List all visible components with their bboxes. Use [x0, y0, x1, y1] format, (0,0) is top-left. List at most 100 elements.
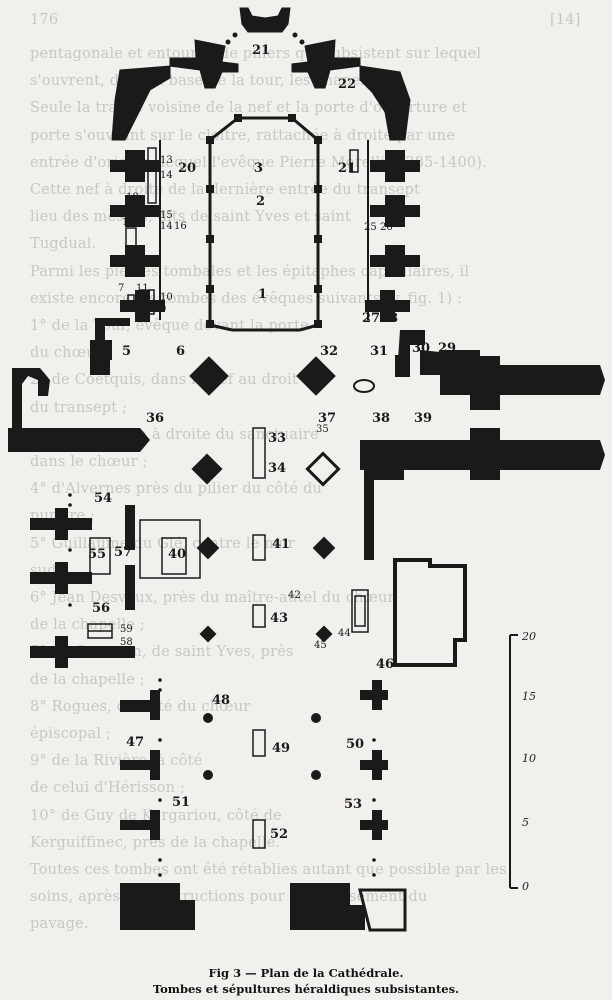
label-51: 51: [172, 795, 190, 810]
label-15: 15: [160, 210, 173, 221]
label-5: 5: [122, 344, 131, 359]
right-aisle-piers: [365, 150, 420, 322]
background-text-line: Tugdual.: [30, 236, 97, 253]
label-58: 58: [120, 637, 133, 648]
label-6: 6: [176, 344, 185, 359]
nave-piers: [191, 451, 341, 780]
label-38: 38: [372, 411, 390, 426]
label-1: 1: [258, 287, 267, 302]
label-43: 43: [270, 611, 288, 626]
background-text-line: épiscopal ;: [30, 726, 112, 742]
chevet-right-pier: [291, 39, 361, 89]
label-45: 45: [314, 640, 327, 651]
label-18: 18: [126, 192, 139, 203]
left-aisle-piers: [110, 150, 165, 322]
label-11: 11: [136, 283, 149, 294]
label-14: 14: [160, 170, 173, 181]
label-28: 28: [380, 311, 398, 326]
label-49: 49: [272, 741, 290, 756]
label-56: 56: [92, 601, 110, 616]
scale-tick-10: 10: [522, 752, 536, 765]
label-9: 9: [160, 304, 166, 315]
label-33: 33: [268, 431, 286, 446]
background-text-line: dans le chœur ;: [30, 454, 148, 470]
label-47: 47: [126, 735, 144, 750]
label-23: 23: [370, 159, 388, 174]
label-4: 4: [100, 344, 109, 359]
nave-right-tombs: [351, 589, 369, 633]
label-7: 7: [118, 283, 124, 294]
label-3: 3: [254, 161, 263, 176]
background-text-line: Cette nef à droite de la dernière entrée…: [30, 182, 421, 198]
background-text-line: Kerguiffinec, près de la chapelle.: [30, 834, 281, 851]
background-text-line: 4° d'Alvernes près du pilier du côté du: [30, 481, 323, 498]
nave-tombs: [252, 427, 266, 849]
background-text-line: pavage.: [30, 916, 89, 933]
page-number: 176: [30, 12, 59, 28]
label-25: 25: [364, 222, 377, 233]
label-42: 42: [288, 590, 301, 601]
label-54: 54: [94, 491, 112, 506]
nave-left-aisle: [30, 505, 195, 930]
background-text-line: de la chapelle ;: [30, 671, 145, 688]
label-35: 35: [316, 424, 329, 435]
background-text-line: pentagonale et entourée de piliers qui s…: [30, 46, 482, 62]
figure-caption-title: Fig 3 — Plan de la Cathédrale.: [208, 966, 404, 980]
background-text-line: du transept ;: [30, 399, 128, 416]
scale-tick-20: 20: [521, 630, 536, 643]
crossing-oval: [353, 379, 375, 393]
scale-tick-0: 0: [522, 880, 529, 893]
label-2: 2: [256, 194, 265, 209]
label-39: 39: [414, 411, 432, 426]
background-text-line: porte s'ouvrant sur le cloître, rattaché…: [30, 127, 456, 144]
background-text-line: Toutes ces tombes ont été rétablies auta…: [30, 862, 507, 878]
figure-caption-subtitle: Tombes et sépultures héraldiques subsist…: [152, 982, 460, 996]
label-10: 10: [160, 292, 173, 303]
chapel-right-block: [359, 65, 411, 141]
label-41: 41: [272, 537, 290, 552]
right-aisle-tombs: [349, 149, 359, 173]
label-46: 46: [376, 657, 394, 672]
label-13: 13: [160, 155, 173, 166]
label-59: 59: [120, 624, 133, 635]
apse-bar: [200, 80, 330, 86]
label-22: 22: [338, 77, 356, 92]
label-34: 34: [268, 461, 286, 476]
scale-bar: [509, 634, 518, 889]
chevet-left-pier: [169, 39, 239, 89]
label-57: 57: [114, 545, 132, 560]
label-26: 26: [380, 222, 393, 233]
label-44: 44: [338, 628, 351, 639]
label-17: 17: [128, 164, 141, 175]
chapel-left-block: [111, 65, 171, 141]
transept-structures: [8, 318, 605, 480]
label-16: 16: [174, 221, 187, 232]
label-27: 27: [362, 311, 380, 326]
label-50: 50: [346, 737, 364, 752]
page-bracket: [14]: [550, 12, 581, 28]
label-12: 12: [122, 217, 135, 228]
nave-left-tombs: [87, 519, 201, 639]
choir-piers: [206, 114, 322, 328]
apse-top: [239, 7, 291, 33]
dotted-separators: [68, 493, 376, 877]
label-37: 37: [318, 411, 336, 426]
label-32: 32: [320, 344, 338, 359]
background-text-line: 2° de Coetquis, dans la nef au droit: [30, 372, 299, 389]
label-14b: 14: [160, 221, 173, 232]
choir-outline: [208, 116, 320, 332]
label-53: 53: [344, 797, 362, 812]
nave-right-aisle: [290, 470, 467, 932]
scale-tick-5: 5: [522, 816, 529, 829]
label-55: 55: [88, 547, 106, 562]
scale-tick-15: 15: [522, 690, 536, 703]
background-text-line: de celui d'Hérisson ;: [30, 780, 186, 797]
label-20: 20: [178, 161, 196, 176]
label-30: 30: [412, 341, 430, 356]
label-31: 31: [370, 344, 388, 359]
left-aisle-tombs: [125, 147, 157, 315]
label-52: 52: [270, 827, 288, 842]
cathedral-plan: 20 15 10 5 0 21 22 3 2 1 20 17 13 14 18 …: [8, 7, 605, 932]
dotted-line-top: [225, 32, 305, 45]
